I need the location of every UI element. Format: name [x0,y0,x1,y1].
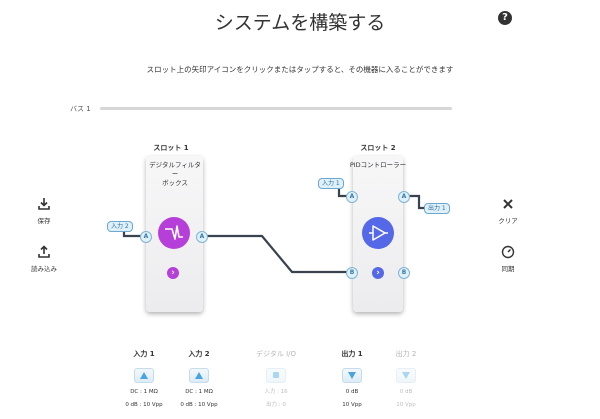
upload-icon [26,245,62,263]
load-label: 読み込み [31,265,57,273]
io-spec-1: 0 dB [399,389,413,395]
slot-2-output-port-a[interactable]: A [398,191,410,203]
io-label: 出力 1 [341,350,363,358]
io-label: 入力 2 [188,350,210,358]
slot-1-title: スロット 1 [153,144,189,152]
slot-2-input-tag[interactable]: 入力 1 [318,178,344,189]
io-label: 入力 1 [133,350,155,358]
io-spec-1: 0 dB [345,389,359,395]
bus-line [100,107,452,110]
io-spec-2: 10 Vpp [396,402,416,408]
arrow-down-icon [402,372,410,379]
input-2-button[interactable] [189,368,209,383]
bus-label: バス 1 [70,105,91,113]
slot-1-output-port-a[interactable]: A [196,231,208,243]
io-spec-2: 0 dB : 10 Vpp [180,402,218,408]
slot-1-input-tag[interactable]: 入力 2 [107,221,133,232]
io-label: デジタル I/O [255,350,297,358]
io-spec-2: 出力 : 0 [266,402,286,408]
close-icon [490,197,526,215]
io-input-1: 入力 1 DC : 1 MΩ 0 dB : 10 Vpp [116,349,172,409]
io-output-1: 出力 1 0 dB 10 Vpp [324,349,380,409]
gauge-icon [490,245,526,263]
input-1-button[interactable] [134,368,154,383]
filter-waveform-icon [158,217,190,249]
arrow-up-icon [140,372,148,379]
io-spec-1: DC : 1 MΩ [130,389,158,395]
slot-1-device-line2: ボックス [162,179,188,187]
slot-2-input-port-b[interactable]: B [346,267,358,279]
download-icon [26,197,62,215]
clear-button[interactable]: クリア [490,197,526,225]
arrow-down-icon [348,372,356,379]
io-spec-2: 10 Vpp [342,402,362,408]
io-spec-2: 0 dB : 10 Vpp [125,402,163,408]
page-title: システムを構築する [214,12,386,34]
slot-1-device-line1: デジタルフィルター [149,161,201,178]
slot-1-enter-button[interactable]: › [167,267,179,279]
sync-button[interactable]: 同期 [490,245,526,273]
slot-2-device-name: PIDコントローラー [349,161,407,169]
slot-2-output-tag[interactable]: 出力 1 [424,203,450,214]
output-1-button[interactable] [342,368,362,383]
slot-2-output-port-b[interactable]: B [398,267,410,279]
square-icon [273,372,279,378]
wire-slot1-to-slot2 [206,234,348,274]
clear-label: クリア [498,217,518,225]
load-button[interactable]: 読み込み [26,245,62,273]
io-input-2: 入力 2 DC : 1 MΩ 0 dB : 10 Vpp [171,349,227,409]
slot-2-title: スロット 2 [360,144,396,152]
save-label: 保存 [37,217,51,225]
slot-2-enter-button[interactable]: › [372,267,384,279]
page-subtitle: スロット上の矢印アイコンをクリックまたはタップすると、その機器に入ることができま… [146,65,454,74]
help-icon[interactable]: ? [498,11,512,25]
io-output-2: 出力 2 0 dB 10 Vpp [378,349,434,409]
io-spec-1: DC : 1 MΩ [185,389,213,395]
arrow-up-icon [195,372,203,379]
pid-amplifier-icon [362,217,394,249]
digital-io-button[interactable] [266,368,286,383]
save-button[interactable]: 保存 [26,197,62,225]
sync-label: 同期 [501,265,515,273]
io-label: 出力 2 [395,350,417,358]
io-spec-1: 入力 : 16 [264,389,288,395]
wire-input1-to-slot2 [337,187,348,198]
slot-2-input-port-a[interactable]: A [346,191,358,203]
slot-1-device-name: デジタルフィルター ボックス [146,161,204,188]
slot-1-input-port-a[interactable]: A [140,231,152,243]
output-2-button[interactable] [396,368,416,383]
wire-slot2-to-output1 [409,194,428,210]
io-digital: デジタル I/O 入力 : 16 出力 : 0 [248,349,304,409]
